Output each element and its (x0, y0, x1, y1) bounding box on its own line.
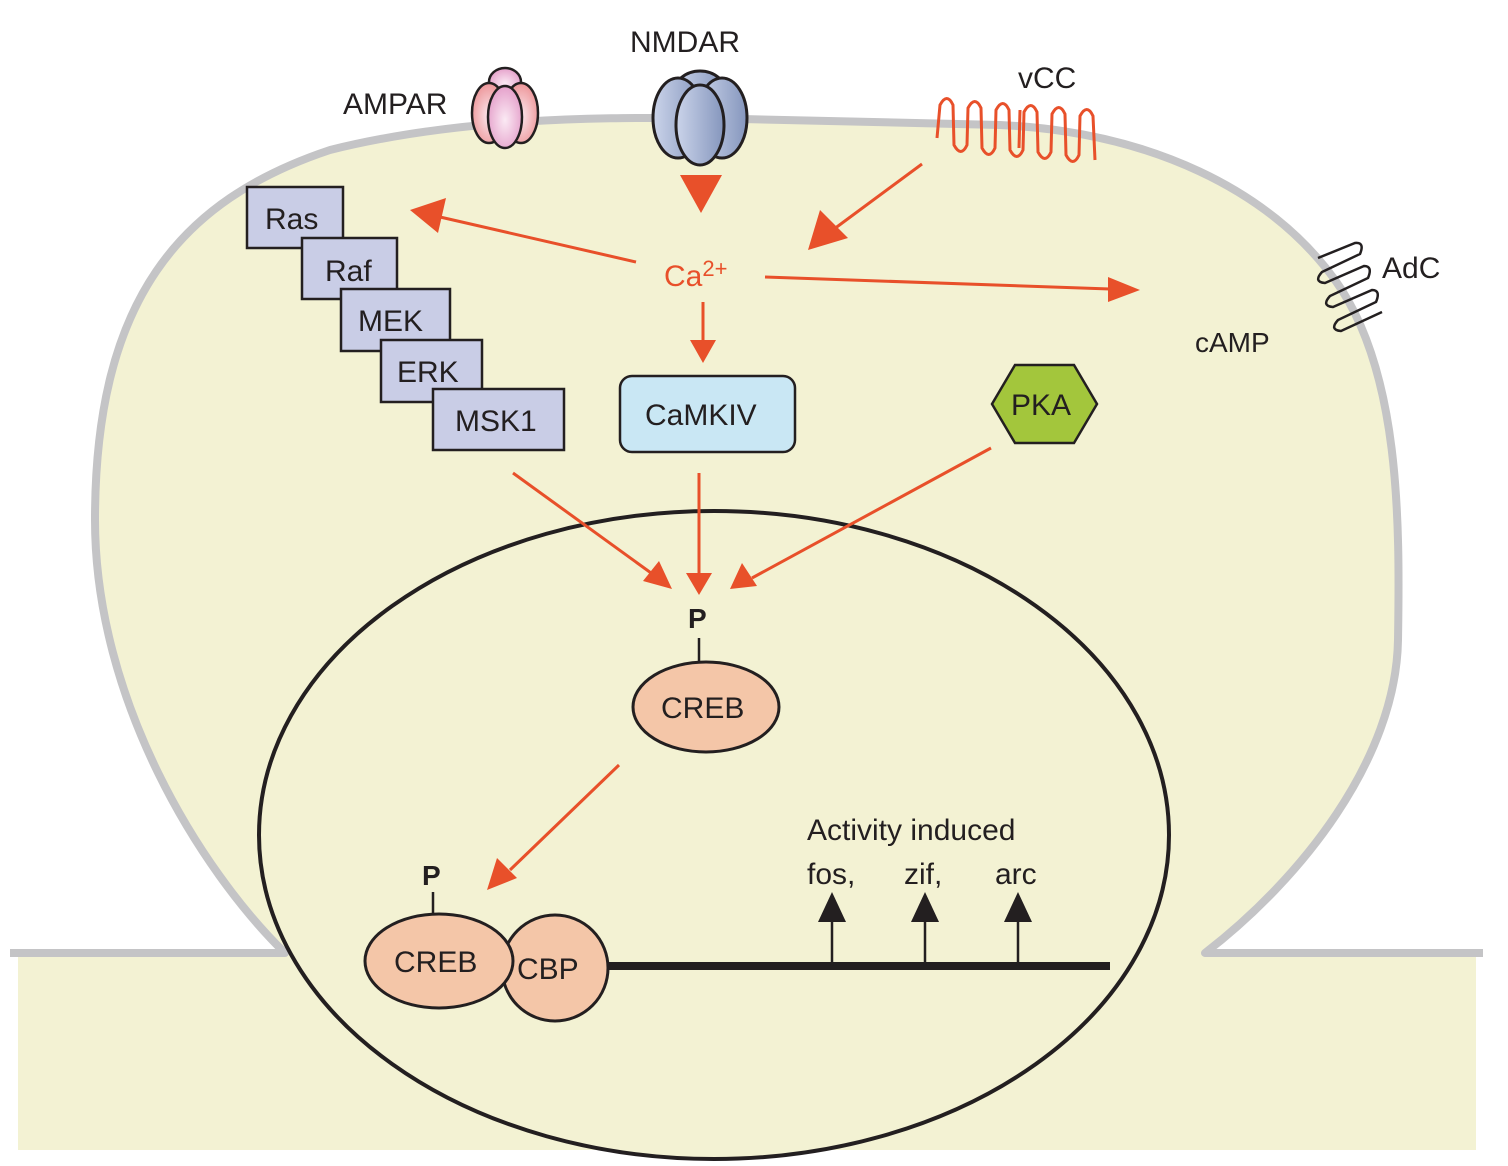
gene-zif-arrow-icon (911, 892, 939, 966)
nmdar-receptor-icon[interactable] (651, 69, 749, 167)
ca-to-camp-arrowhead (1108, 277, 1140, 302)
nmdar-label: NMDAR (630, 26, 740, 59)
vcc-label: vCC (1018, 62, 1076, 95)
gene-fos-label: fos, (807, 858, 855, 891)
msk1-to-creb-arrow (512, 471, 659, 580)
phospho-label-top: P (688, 603, 707, 634)
calcium-symbol: Ca (664, 260, 703, 293)
gene-fos-arrow-icon (818, 892, 846, 966)
vcc-to-ca-arrow (829, 162, 923, 234)
ras-label: Ras (265, 203, 318, 236)
cbp-label: CBP (517, 953, 579, 986)
nucleus (257, 509, 1171, 1161)
pka-label: PKA (1011, 389, 1071, 422)
creb-label-bottom: CREB (394, 946, 477, 979)
camp-label: cAMP (1195, 327, 1270, 358)
creb-ellipse-bottom[interactable]: CREB (363, 912, 515, 1010)
vcc-gate (1017, 109, 1022, 149)
genes-title: Activity induced (807, 814, 1015, 847)
phospho-label-bottom: P (422, 860, 441, 891)
msk1-label: MSK1 (455, 405, 537, 438)
calcium-charge: 2+ (702, 256, 727, 281)
ca-to-ras-arrow (439, 215, 637, 264)
msk1-to-creb-arrowhead (643, 561, 672, 589)
camkiv-box[interactable]: CaMKIV (618, 374, 797, 454)
pka-hexagon[interactable]: PKA (990, 363, 1099, 445)
creb-ellipse-top[interactable]: CREB (631, 660, 781, 754)
camkiv-to-creb-arrowhead (686, 573, 712, 595)
pka-to-creb-arrowhead (730, 563, 757, 589)
calcium-label: Ca2+ (664, 256, 727, 293)
nmdar-ca-influx-arrow (680, 175, 722, 213)
mek-label: MEK (358, 305, 423, 338)
creb-label-top: CREB (661, 692, 744, 725)
cbp-circle[interactable]: CBP (500, 913, 610, 1023)
pka-to-creb-arrow (751, 446, 992, 580)
ca-to-camkiv-arrowhead (690, 340, 716, 363)
adc-label: AdC (1382, 252, 1440, 285)
gene-zif-label: zif, (904, 858, 942, 891)
erk-box[interactable]: ERK (379, 338, 484, 404)
erk-label: ERK (397, 356, 459, 389)
vcc-arrowhead (808, 210, 848, 250)
adc-enzyme-icon[interactable] (1316, 241, 1383, 333)
ca-to-ras-arrowhead (410, 198, 446, 233)
ampar-receptor-icon[interactable] (470, 66, 540, 150)
msk1-box[interactable]: MSK1 (431, 387, 566, 452)
ca-to-camp-arrow (764, 275, 1111, 291)
gene-arc-arrow-icon (1004, 892, 1032, 966)
vcc-channel-icon[interactable] (935, 97, 1097, 163)
creb-to-cbp-arrow (508, 763, 621, 872)
raf-label: Raf (325, 255, 372, 288)
ampar-label: AMPAR (343, 88, 447, 121)
creb-to-cbp-arrowhead (487, 858, 517, 890)
camkiv-label: CaMKIV (645, 399, 757, 432)
gene-arc-label: arc (995, 858, 1037, 891)
